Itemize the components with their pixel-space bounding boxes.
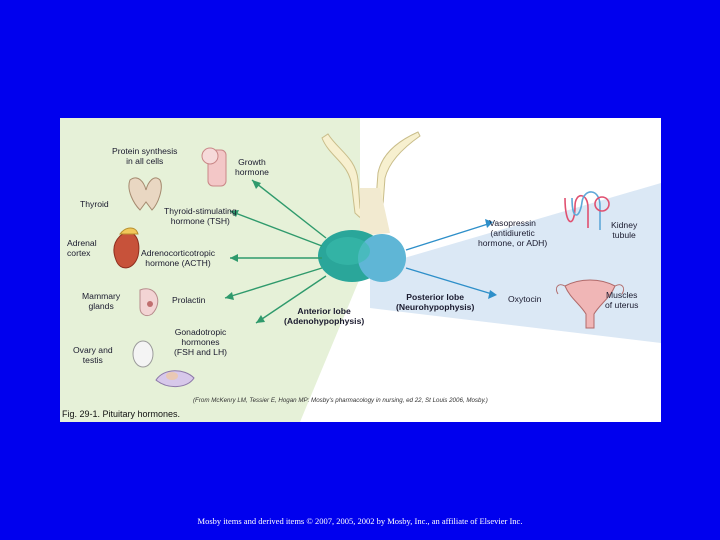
label-line: (antidiuretic (490, 228, 535, 238)
label-gonadotropic: Gonadotropic hormones (FSH and LH) (174, 327, 227, 357)
label-line: Oxytocin (508, 294, 542, 304)
label-line: Anterior lobe (297, 306, 351, 316)
label-line: (FSH and LH) (174, 347, 228, 357)
label-mammary-glands: Mammary glands (82, 291, 120, 311)
label-acth: Adrenocorticotropic hormone (ACTH) (141, 248, 215, 268)
label-tsh: Thyroid-stimulating hormone (TSH) (164, 206, 237, 226)
label-line: (Adenohypophysis) (284, 316, 365, 326)
thyroid-organ-icon (128, 177, 162, 211)
label-line: Thyroid (80, 199, 109, 209)
arrow-oxytocin (405, 267, 493, 295)
arrow-gonadotropic (255, 275, 327, 324)
label-line: Muscles (605, 290, 638, 300)
copyright-footer: Mosby items and derived items © 2007, 20… (197, 516, 523, 526)
anterior-arrows (224, 179, 327, 324)
figure-caption: Fig. 29-1. Pituitary hormones. (62, 409, 181, 419)
posterior-lobe-gland (358, 234, 406, 282)
label-line: (Neurohypophysis) (396, 302, 475, 312)
label-line: Vasopressin (489, 218, 536, 228)
label-oxytocin: Oxytocin (508, 294, 541, 304)
label-vasopressin: Vasopressin (antidiuretic hormone, or AD… (478, 218, 547, 248)
label-line: Growth (238, 157, 266, 167)
arrow-vasopressin (405, 223, 489, 251)
kidney-tubule-icon (564, 191, 610, 230)
posterior-arrows (405, 223, 493, 295)
label-line: tubule (612, 230, 636, 240)
label-line: glands (88, 301, 114, 311)
label-line: Posterior lobe (406, 292, 465, 302)
label-line: Mammary (82, 291, 121, 301)
uterus-icon (555, 279, 625, 329)
label-posterior-lobe: Posterior lobe (Neurohypophysis) (396, 292, 474, 312)
label-ovary-testis: Ovary and testis (73, 345, 113, 365)
label-line: Thyroid-stimulating (164, 206, 237, 216)
pituitary-figure: Protein synthesis in all cells Thyroid A… (60, 118, 661, 422)
ovary-testis-icon (132, 340, 195, 387)
figure-illustration (60, 118, 661, 422)
label-line: Ovary and (73, 345, 113, 355)
label-line: Adrenocorticotropic (141, 248, 216, 258)
infundibulum (360, 188, 390, 236)
label-line: Adrenal (67, 238, 97, 248)
label-anterior-lobe: Anterior lobe (Adenohypophysis) (284, 306, 364, 326)
figure-source-note: (From McKenry LM, Tessier E, Hogan MP: M… (193, 397, 488, 404)
label-line: cortex (67, 248, 91, 258)
label-line: hormone (235, 167, 269, 177)
mammary-gland-icon (139, 288, 159, 317)
label-kidney-tubule: Kidney tubule (611, 220, 637, 240)
posterior-fan-background (370, 183, 661, 343)
label-prolactin: Prolactin (172, 295, 205, 305)
arrow-prolactin (224, 267, 323, 299)
arrow-growth (251, 179, 327, 239)
label-line: hormone (ACTH) (145, 258, 211, 268)
label-thyroid: Thyroid (80, 199, 109, 209)
label-adrenal-cortex: Adrenal cortex (67, 238, 97, 258)
label-line: testis (82, 355, 103, 365)
label-line: hormones (181, 337, 220, 347)
label-protein-synthesis: Protein synthesis in all cells (112, 146, 177, 166)
label-line: hormone (TSH) (170, 216, 230, 226)
label-line: Prolactin (172, 295, 206, 305)
label-muscles-uterus: Muscles of uterus (605, 290, 638, 310)
label-line: hormone, or ADH) (478, 238, 548, 248)
arrow-tsh (229, 210, 323, 247)
adrenal-kidney-icon (113, 227, 140, 269)
label-line: Gonadotropic (174, 327, 227, 337)
bone-growth-icon (201, 147, 227, 187)
label-line: Protein synthesis (112, 146, 178, 156)
pituitary-stalk (321, 131, 421, 224)
label-line: Kidney (611, 220, 638, 230)
label-line: in all cells (126, 156, 164, 166)
label-growth-hormone: Growth hormone (235, 157, 269, 177)
label-line: of uterus (605, 300, 639, 310)
